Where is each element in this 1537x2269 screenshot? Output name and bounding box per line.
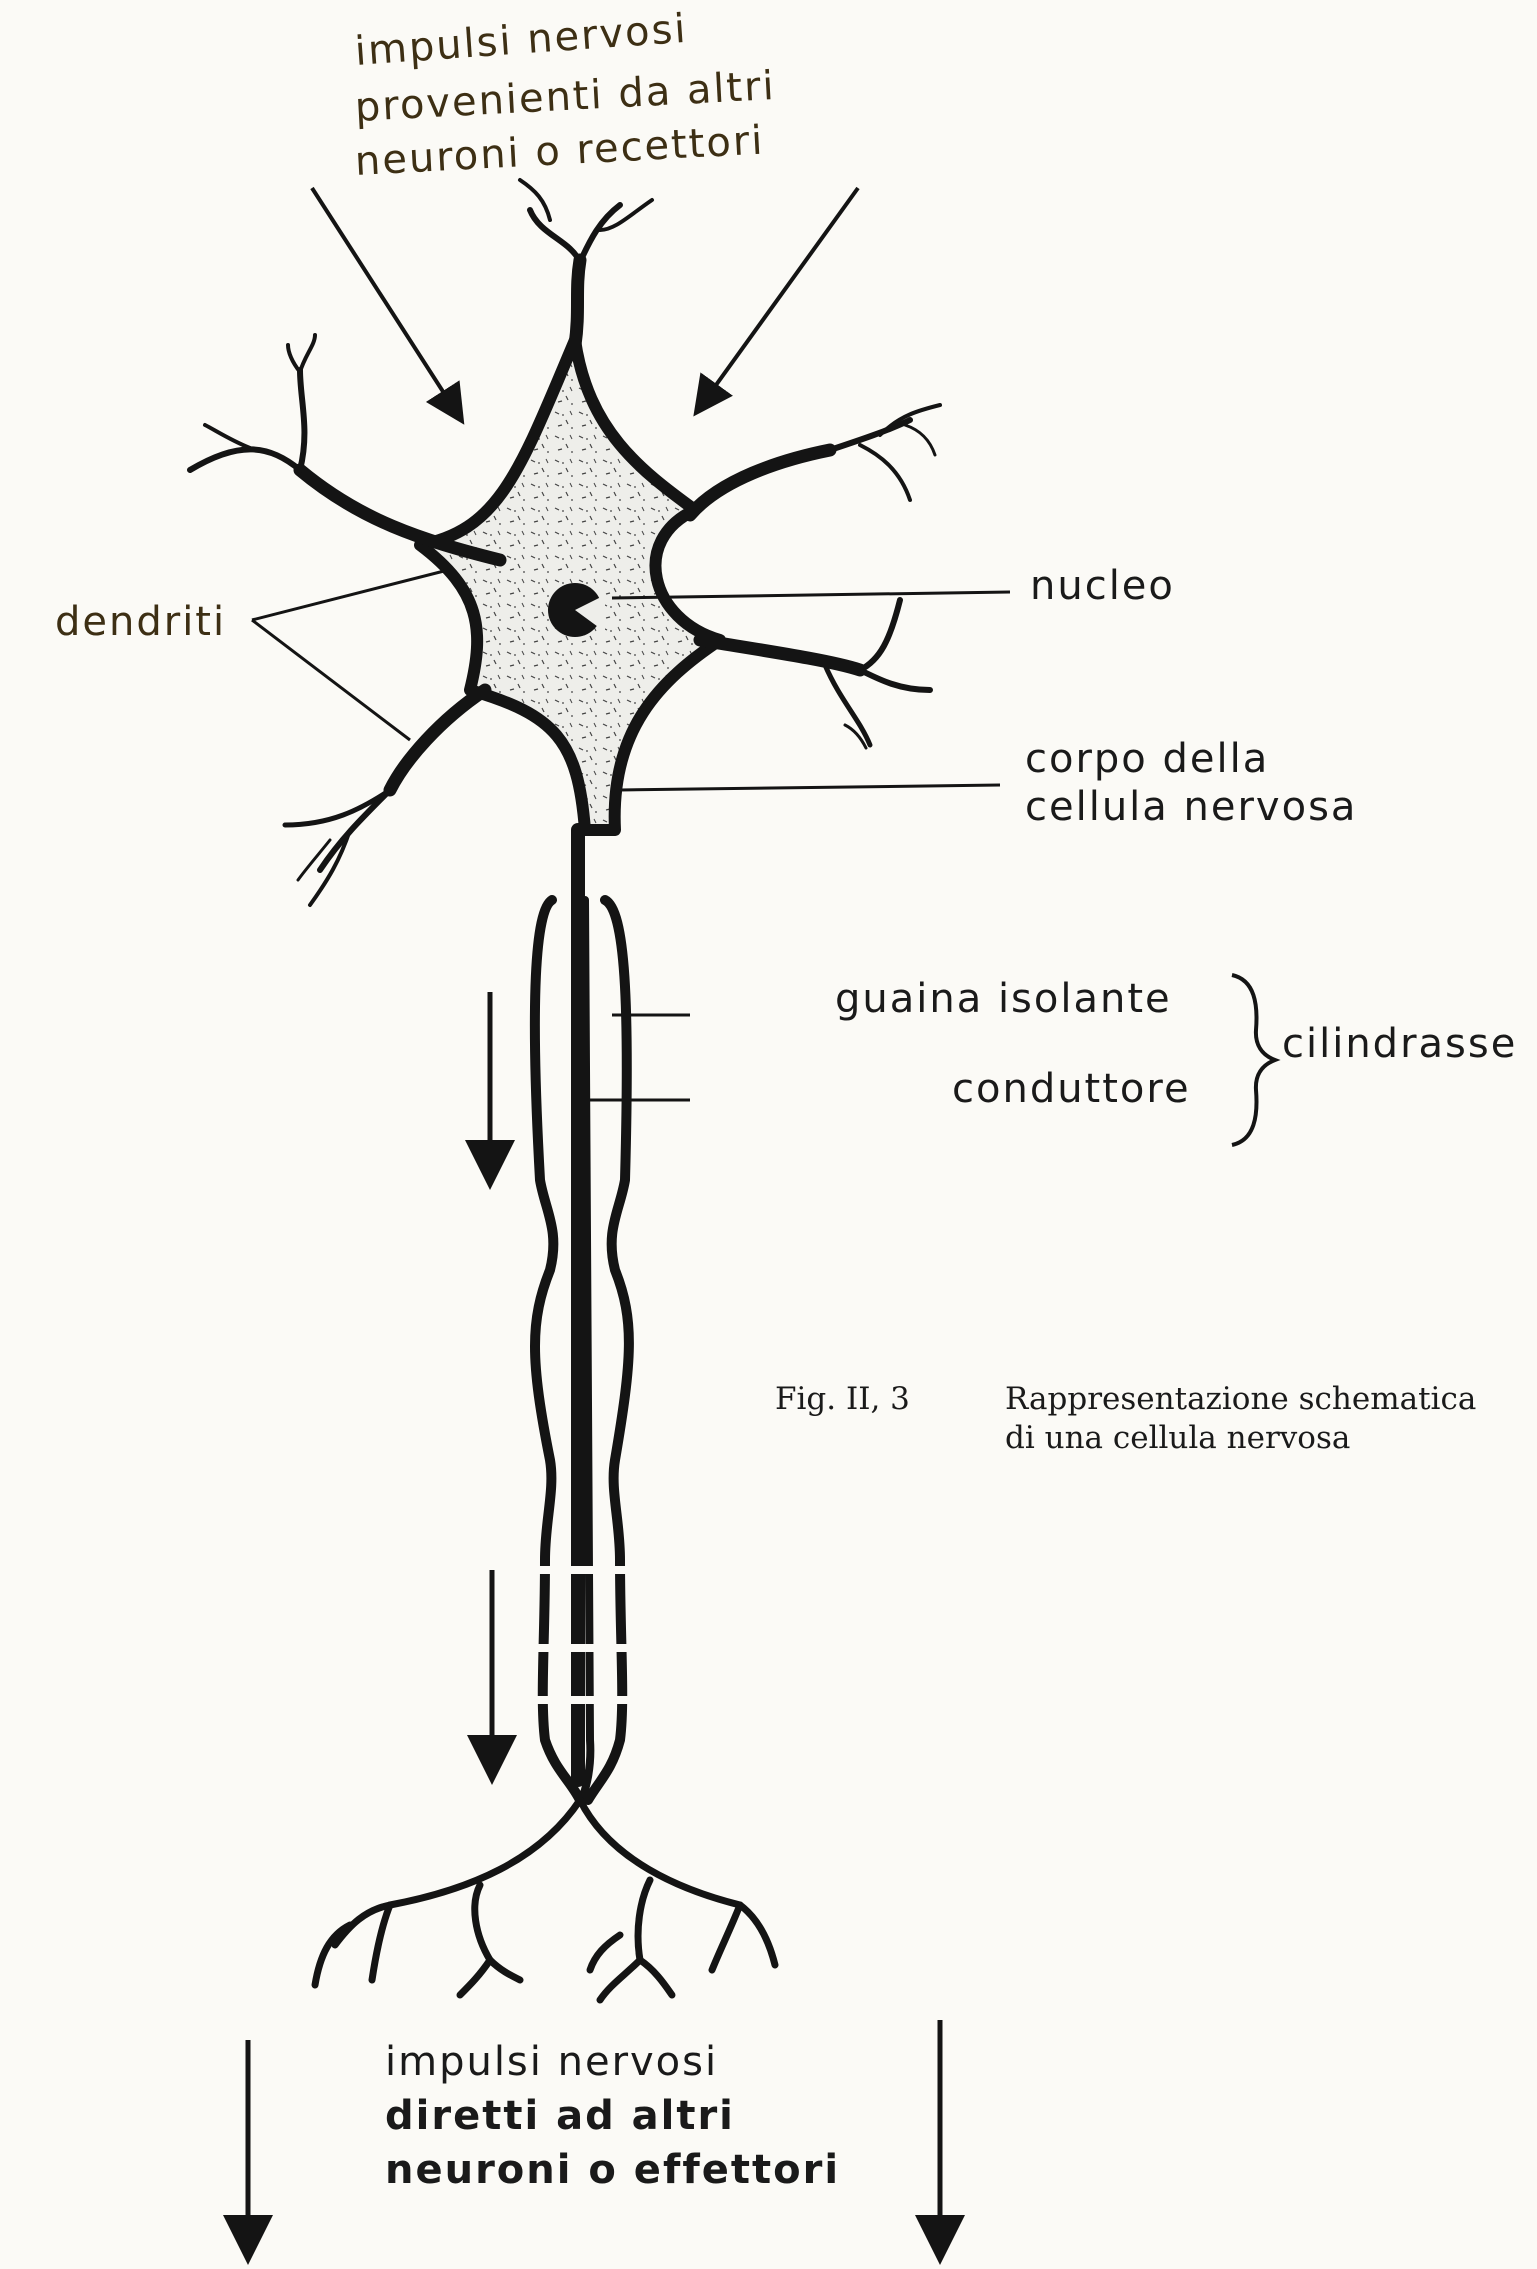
incoming-impulses-label: impulsi nervosi provenienti da altri neu… bbox=[353, 6, 875, 186]
outgoing-impulses-label: impulsi nervosi diretti ad altri neuroni… bbox=[385, 2038, 840, 2200]
dendrites bbox=[187, 178, 942, 907]
axon bbox=[526, 823, 644, 1805]
outgoing-line-1: impulsi nervosi bbox=[385, 2039, 719, 2085]
nucleus bbox=[548, 583, 605, 637]
figure-number: Fig. II, 3 bbox=[775, 1381, 910, 1417]
axon-terminals bbox=[311, 1796, 779, 2004]
outgoing-line-2: diretti ad altri bbox=[385, 2093, 735, 2139]
guaina-label: guaina isolante bbox=[835, 976, 1172, 1022]
dendriti-label: dendriti bbox=[55, 599, 227, 645]
conduttore-label: conduttore bbox=[952, 1066, 1191, 1112]
cilindrasse-brace bbox=[1231, 973, 1281, 1147]
caption-line-2: di una cellula nervosa bbox=[1005, 1419, 1351, 1456]
incoming-arrow-right bbox=[693, 186, 860, 417]
outgoing-line-3: neuroni o effettori bbox=[385, 2147, 841, 2193]
nucleo-label: nucleo bbox=[1030, 563, 1175, 609]
figure-caption: Fig. II, 3 Rappresentazione schematica di… bbox=[775, 1380, 1476, 1458]
corpo-label: corpo della cellula nervosa bbox=[1025, 735, 1357, 831]
caption-line-1: Rappresentazione schematica bbox=[1005, 1381, 1477, 1417]
leader-lines bbox=[251, 568, 1011, 1102]
incoming-arrow-left bbox=[310, 186, 465, 425]
cilindrasse-label: cilindrasse bbox=[1282, 1021, 1518, 1067]
corpo-line-2: cellula nervosa bbox=[1025, 784, 1358, 830]
corpo-line-1: corpo della bbox=[1025, 736, 1270, 782]
